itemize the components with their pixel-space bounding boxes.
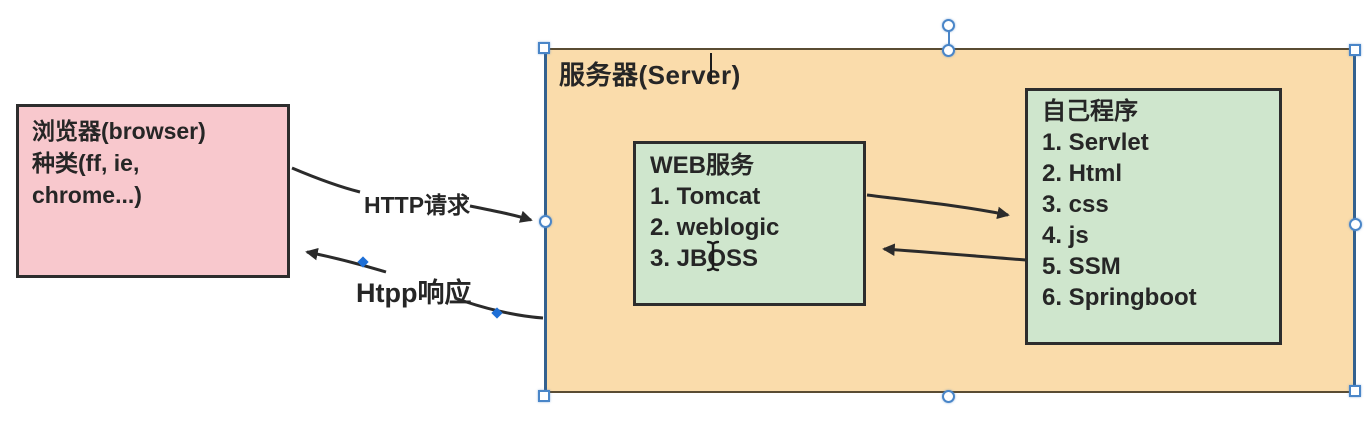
rotation-handle-stem bbox=[948, 31, 950, 48]
browser-node-line: chrome...) bbox=[32, 182, 142, 208]
own-program-title: 自己程序 bbox=[1042, 98, 1138, 125]
own-program-item: 3. css bbox=[1042, 191, 1109, 218]
own-program-item: 1. Servlet bbox=[1042, 129, 1149, 156]
own-program-item: 2. Html bbox=[1042, 160, 1123, 187]
own-program-item: 5. SSM bbox=[1042, 253, 1121, 280]
own-program-node[interactable]: 自己程序 1. Servlet 2. Html 3. css 4. js 5. … bbox=[1025, 88, 1282, 345]
resize-handle-top-right[interactable] bbox=[1349, 44, 1361, 56]
request-arrow-label: HTTP请求 bbox=[364, 192, 471, 218]
resize-handle-top-left[interactable] bbox=[538, 42, 550, 54]
own-program-item: 6. Springboot bbox=[1042, 284, 1197, 311]
resize-handle-bottom-left[interactable] bbox=[538, 390, 550, 402]
web-service-item: 2. weblogic bbox=[650, 214, 780, 241]
resize-handle-bottom-center[interactable] bbox=[942, 390, 955, 403]
request-arrow-segment bbox=[291, 166, 361, 194]
browser-node-line: 浏览器(browser) bbox=[32, 118, 206, 144]
web-service-node[interactable]: WEB服务 1. Tomcat 2. weblogic 3. JBOSS bbox=[633, 141, 866, 306]
connector-vertex-dot[interactable] bbox=[491, 307, 503, 319]
text-caret bbox=[710, 53, 712, 84]
request-arrow-head-segment bbox=[469, 204, 533, 223]
response-arrow-label: Htpp响应 bbox=[356, 278, 472, 308]
connector-vertex-dot[interactable] bbox=[357, 256, 369, 268]
web-service-title: WEB服务 bbox=[650, 152, 754, 179]
web-service-item: 3. JBOSS bbox=[650, 245, 759, 272]
response-arrow-head-segment bbox=[305, 247, 387, 274]
resize-handle-bottom-right[interactable] bbox=[1349, 385, 1361, 397]
rotation-handle[interactable] bbox=[942, 19, 955, 32]
resize-handle-mid-left[interactable] bbox=[539, 215, 552, 228]
browser-node-line: 种类(ff, ie, bbox=[32, 150, 140, 176]
resize-handle-top-center[interactable] bbox=[942, 44, 955, 57]
web-service-item: 1. Tomcat bbox=[650, 183, 761, 210]
browser-node[interactable]: 浏览器(browser) 种类(ff, ie, chrome...) bbox=[16, 104, 290, 278]
own-program-item: 4. js bbox=[1042, 222, 1089, 249]
server-node-title: 服务器(Server) bbox=[559, 60, 741, 90]
resize-handle-mid-right[interactable] bbox=[1349, 218, 1362, 231]
